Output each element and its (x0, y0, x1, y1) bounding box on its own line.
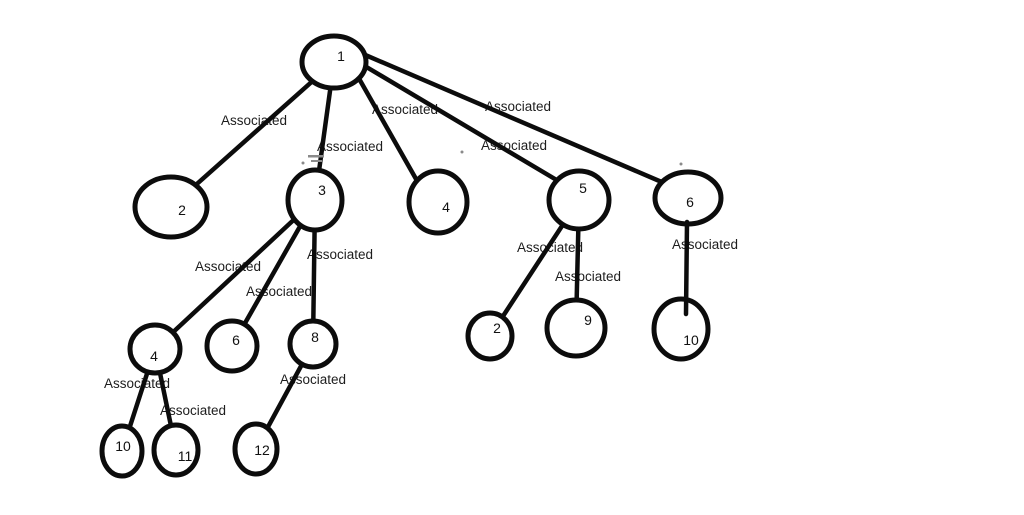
edge-labels-layer: AssociatedAssociatedAssociatedAssociated… (104, 99, 738, 418)
node-label-n5: 5 (579, 180, 587, 196)
edge-label-n5-n9: Associated (555, 269, 621, 284)
node-circle-n4a (406, 168, 470, 236)
edge-label-n6a-n10a: Associated (672, 237, 738, 252)
edge-label-n1-n5: Associated (481, 138, 547, 153)
pen-dot (460, 150, 464, 154)
tree-node-n11: 11 (151, 422, 201, 478)
tree-node-n1: 1 (299, 33, 369, 91)
tree-node-n4a: 4 (406, 168, 470, 236)
edge-n6a-n10a (683, 219, 690, 317)
tree-node-n2b: 2 (465, 310, 515, 362)
edge-n1-n5 (355, 59, 568, 188)
tree-node-n6a: 6 (652, 169, 724, 227)
tree-node-n5: 5 (546, 168, 612, 232)
node-label-n4b: 4 (150, 348, 158, 364)
node-label-n9: 9 (584, 312, 592, 328)
node-label-n12: 12 (254, 442, 270, 458)
node-circle-n9 (544, 297, 608, 359)
tree-node-n6b: 6 (204, 318, 260, 374)
edge-n3-n4b (152, 197, 318, 352)
node-label-n2b: 2 (493, 320, 501, 336)
node-circle-n10a (651, 296, 711, 362)
node-circle-n1 (299, 33, 369, 91)
tree-node-n8: 8 (287, 318, 339, 370)
pen-dot (301, 161, 305, 165)
node-label-n10a: 10 (683, 332, 699, 348)
node-circle-n5 (546, 168, 612, 232)
edge-n1-n4a (350, 65, 423, 189)
edge-label-n3-n6b: Associated (246, 284, 312, 299)
pen-smudge (311, 160, 322, 162)
pen-smudge (308, 155, 324, 158)
node-label-n6b: 6 (232, 332, 240, 348)
node-circle-n11 (151, 422, 201, 478)
edge-n1-n6a (360, 51, 688, 195)
node-circle-n8 (287, 318, 339, 370)
node-label-n6a: 6 (686, 194, 694, 210)
tree-node-n12: 12 (232, 421, 280, 477)
tree-node-n3: 3 (285, 167, 345, 233)
overlay-edges-layer (683, 219, 690, 317)
node-circle-n10b (99, 423, 145, 479)
node-label-n4a: 4 (442, 199, 450, 215)
node-circle-n12 (232, 421, 280, 477)
tree-node-n10a: 10 (651, 296, 711, 362)
tree-node-n9: 9 (544, 297, 608, 359)
node-label-n3: 3 (318, 182, 326, 198)
tree-node-n10b: 10 (99, 423, 145, 479)
pen-dot (679, 162, 683, 166)
edge-label-n4b-n10b: Associated (104, 376, 170, 391)
node-circle-n2b (465, 310, 515, 362)
tree-node-n4b: 4 (127, 322, 183, 376)
node-label-n8: 8 (311, 329, 319, 345)
node-circle-n4b (127, 322, 183, 376)
node-circle-n3 (285, 167, 345, 233)
tree-node-n2: 2 (132, 174, 210, 240)
edge-label-n1-n3: Associated (317, 139, 383, 154)
edge-label-n4b-n11: Associated (160, 403, 226, 418)
node-circle-n6b (204, 318, 260, 374)
node-label-n2: 2 (178, 202, 186, 218)
edge-label-n3-n8: Associated (307, 247, 373, 262)
edge-label-n1-n6a: Associated (485, 99, 551, 114)
node-label-n1: 1 (337, 48, 345, 64)
edge-label-n1-n4a: Associated (372, 102, 438, 117)
node-label-n11: 11 (178, 448, 193, 464)
node-circle-n2 (132, 174, 210, 240)
artifacts-layer (301, 150, 683, 166)
node-label-n10b: 10 (115, 438, 131, 454)
edge-n1-n2 (168, 59, 337, 210)
